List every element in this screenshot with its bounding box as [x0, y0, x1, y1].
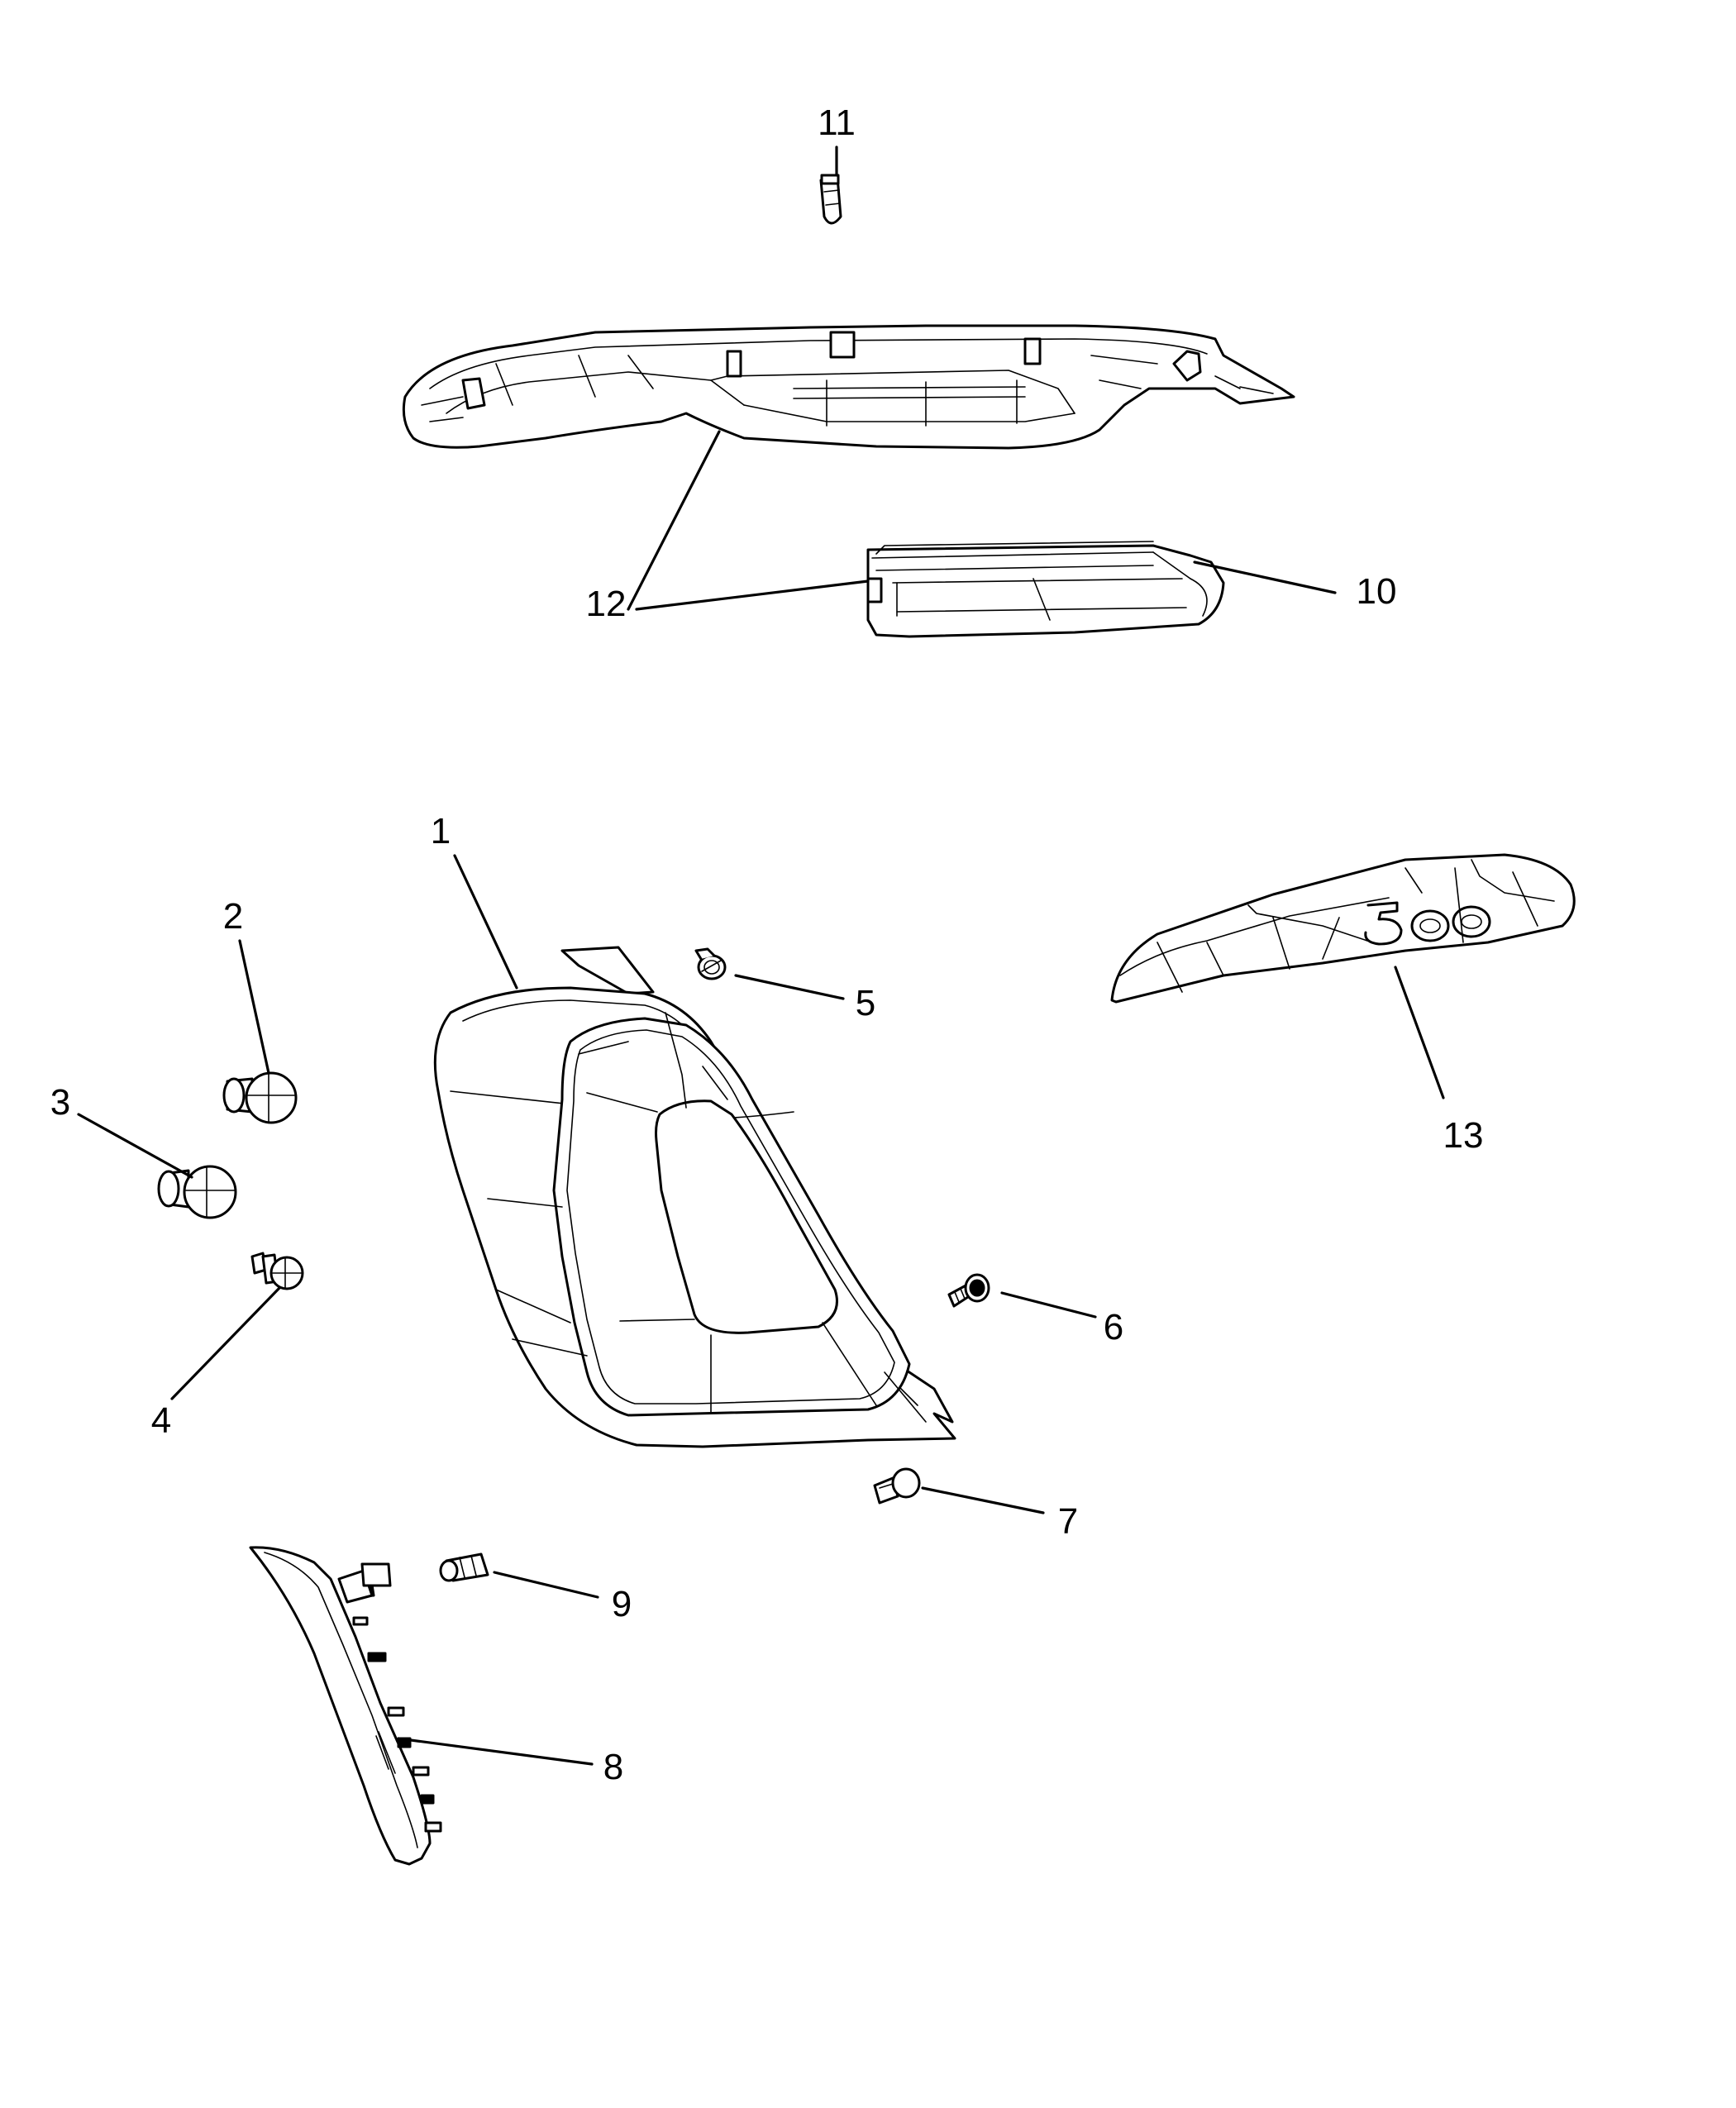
part-12-lamp-housing: [402, 324, 1295, 450]
leader-3: [77, 1113, 193, 1179]
leader-10: [1193, 560, 1337, 594]
part-1-tail-lamp: [433, 946, 956, 1448]
leader-6: [1000, 1291, 1097, 1319]
leader-13: [1394, 966, 1445, 1099]
leader-7: [921, 1486, 1045, 1514]
leader-12-lens: [635, 579, 870, 611]
callout-4: 4: [151, 1400, 171, 1441]
callout-12: 12: [586, 584, 627, 624]
leader-2: [238, 939, 270, 1075]
callout-6: 6: [1104, 1307, 1123, 1347]
callout-2: 2: [223, 896, 243, 937]
leader-4: [170, 1286, 281, 1400]
callout-1: 1: [431, 811, 451, 851]
callout-8: 8: [603, 1747, 623, 1787]
leader-12-housing: [627, 430, 721, 611]
part-11-bulb: [819, 174, 842, 225]
part-6-screw: [947, 1273, 990, 1308]
leader-9: [493, 1571, 599, 1599]
leader-lines: [77, 145, 1445, 1766]
part-9-bulb: [439, 1552, 489, 1582]
part-13-license-lamp: [1110, 853, 1576, 1004]
part-8-side-marker: [249, 1546, 442, 1866]
callout-5: 5: [856, 983, 875, 1023]
callout-labels: 11 12 10 1 2 3 4 5 6 7 8 9 13: [50, 103, 1484, 1787]
leader-1: [453, 854, 518, 990]
part-5-grommet: [694, 947, 727, 980]
leader-5: [734, 974, 845, 1000]
callout-9: 9: [612, 1584, 632, 1624]
part-3-bulb: [157, 1165, 237, 1219]
callout-7: 7: [1058, 1501, 1078, 1542]
leader-8: [397, 1737, 594, 1766]
callout-10: 10: [1357, 571, 1397, 612]
part-4-bulb: [250, 1252, 304, 1290]
part-7-clip: [873, 1467, 921, 1505]
callout-13: 13: [1443, 1115, 1484, 1156]
part-10-lamp-lens: [866, 541, 1225, 638]
callout-3: 3: [50, 1082, 70, 1123]
part-2-bulb: [222, 1071, 298, 1124]
callout-11: 11: [818, 103, 856, 143]
